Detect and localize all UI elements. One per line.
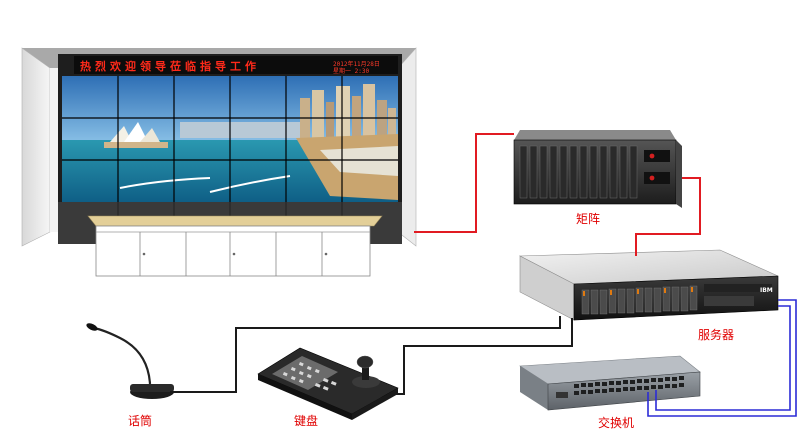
server-label: 服务器	[698, 328, 735, 342]
cable-matrix-server	[635, 177, 701, 256]
microphone-device	[86, 323, 174, 399]
keyboard-label: 键盘	[294, 414, 319, 428]
server-device: IBM	[518, 249, 779, 321]
led-ticker-time: 星期一 2:30	[333, 68, 370, 75]
cable-keyboard	[394, 318, 573, 395]
cable-switch-server-1	[647, 299, 797, 417]
ibm-logo: IBM	[760, 287, 773, 294]
cable-room-matrix	[414, 133, 514, 233]
keyboard-device	[257, 347, 399, 420]
led-ticker-date: 2012年11月28日	[333, 61, 380, 68]
led-ticker-message: 热烈欢迎领导莅临指导工作	[80, 60, 260, 73]
video-wall-screen	[62, 76, 398, 202]
cable-switch-server-2	[655, 305, 791, 411]
matrix-label: 矩阵	[576, 212, 601, 226]
matrix-device	[513, 130, 682, 208]
console-desk	[87, 215, 383, 277]
control-room	[21, 47, 417, 277]
switch-label: 交换机	[598, 416, 635, 430]
switch-device	[519, 355, 701, 411]
microphone-label: 话筒	[128, 414, 153, 428]
cables	[170, 133, 797, 417]
cable-mic	[170, 316, 561, 393]
